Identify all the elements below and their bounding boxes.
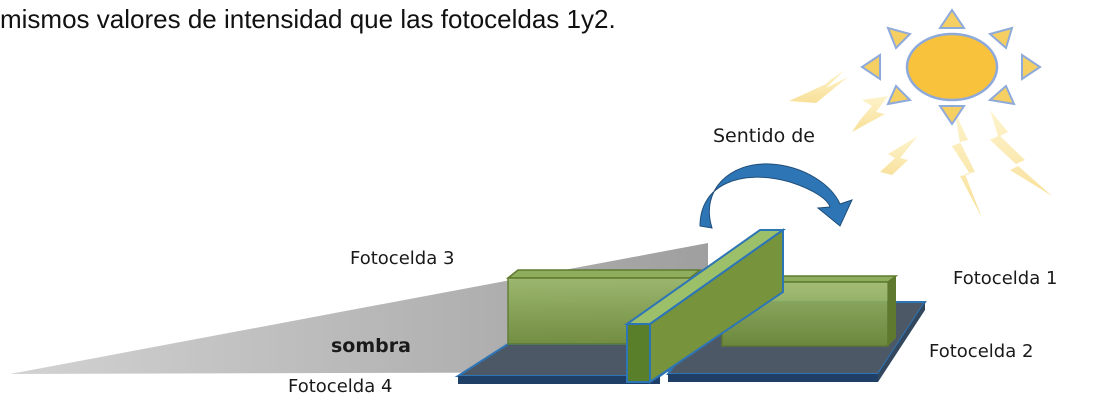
light-ray-icon bbox=[852, 96, 888, 132]
sun-icon bbox=[860, 8, 1042, 126]
curved-arrow-icon bbox=[699, 163, 853, 229]
photocell-3-label: Fotocelda 3 bbox=[350, 248, 454, 269]
light-rays bbox=[789, 70, 1052, 218]
photocell-1-label: Fotocelda 1 bbox=[953, 268, 1057, 289]
shadow-label: sombra bbox=[331, 335, 411, 357]
light-ray-icon bbox=[990, 110, 1052, 196]
caption-text: mismos valores de intensidad que las fot… bbox=[0, 4, 616, 34]
divider-wall bbox=[623, 228, 787, 384]
photocell-2-label: Fotocelda 2 bbox=[929, 341, 1033, 362]
photocell-4-label: Fotocelda 4 bbox=[288, 376, 392, 396]
light-ray-icon bbox=[789, 70, 848, 103]
light-ray-icon bbox=[880, 136, 918, 175]
direction-label: Sentido de bbox=[713, 125, 815, 147]
light-ray-icon bbox=[952, 112, 982, 218]
